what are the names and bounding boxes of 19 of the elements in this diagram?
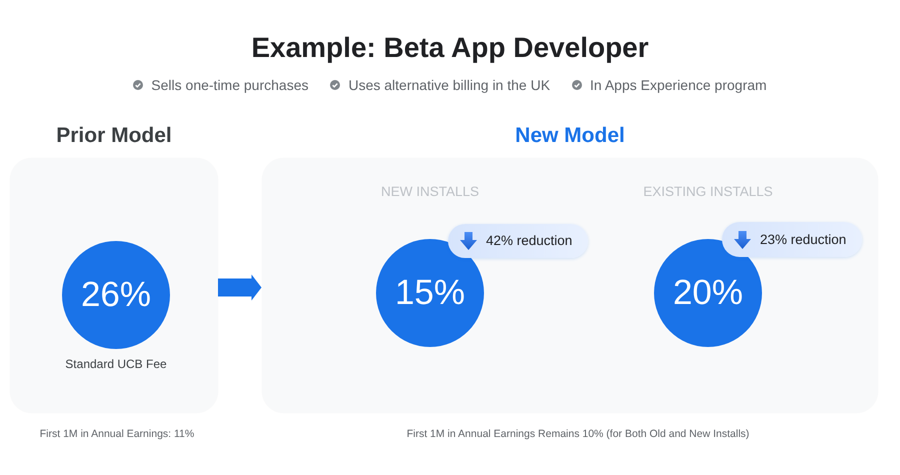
feature-text: Sells one-time purchases <box>151 76 308 94</box>
column-heading: EXISTING INSTALLS <box>643 183 773 200</box>
reduction-badge <box>722 222 862 257</box>
arrow <box>218 274 262 300</box>
feature-text: In Apps Experience program <box>590 76 767 94</box>
reduction-badge <box>448 224 588 258</box>
panel-heading: New Model <box>515 123 625 148</box>
diagram-title: Example: Beta App Developer <box>251 31 649 65</box>
column-heading: NEW INSTALLS <box>380 183 480 200</box>
fee-caption: Standard UCB Fee <box>65 357 167 372</box>
footnote-text: First 1M in Annual Earnings Remains 10% (for Both Old and New Installs) <box>406 428 750 441</box>
footnote-text: First 1M in Annual Earnings: 11% <box>40 428 194 441</box>
panel-heading: Prior Model <box>56 123 172 148</box>
feature-text: Uses alternative billing in the UK <box>348 76 550 94</box>
percentage-circle: 26% <box>62 241 170 349</box>
percentage-circle: 15% <box>376 239 484 347</box>
reduction-text: 23% reduction <box>760 232 846 248</box>
percentage-circle: 20% <box>654 239 762 347</box>
reduction-text: 42% reduction <box>486 233 572 249</box>
